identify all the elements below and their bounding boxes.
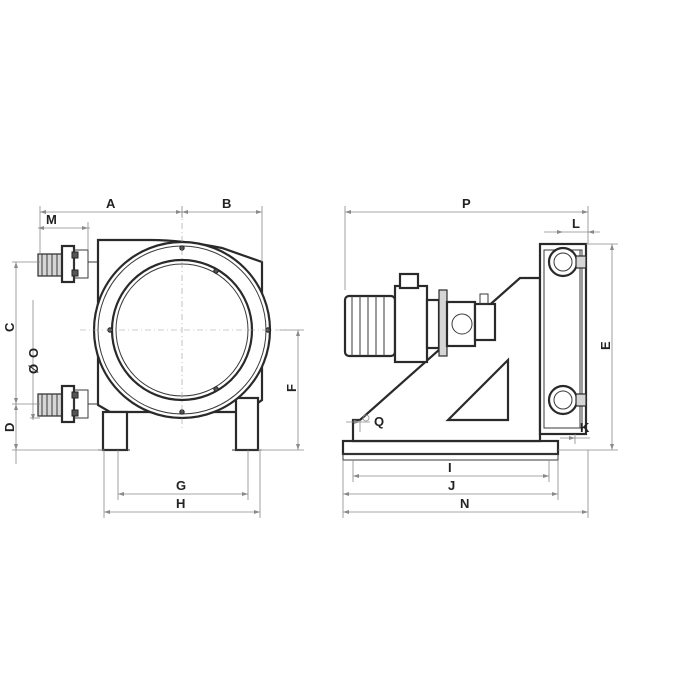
label-n: N xyxy=(460,496,469,511)
label-k: K xyxy=(580,420,590,435)
side-base-plate xyxy=(341,439,560,456)
front-leg-right xyxy=(234,396,260,452)
front-upper-hose-connection xyxy=(37,244,98,284)
label-l: L xyxy=(572,216,580,231)
front-lower-hose-connection xyxy=(37,384,98,424)
dimension-p xyxy=(344,206,589,290)
dimension-a-b xyxy=(39,206,263,262)
label-d: D xyxy=(2,423,17,432)
dimension-f xyxy=(258,329,304,451)
symbol-diameter: Ø xyxy=(26,364,41,374)
label-g: G xyxy=(176,478,186,493)
side-motor xyxy=(343,272,497,364)
label-m: M xyxy=(46,212,57,227)
dimension-l xyxy=(544,230,600,234)
label-p: P xyxy=(462,196,471,211)
side-pump-head xyxy=(538,242,588,436)
label-i: I xyxy=(448,460,452,475)
side-view: P L E Q K xyxy=(341,196,618,518)
dimension-k xyxy=(560,434,590,444)
dimension-n xyxy=(342,450,589,518)
dimension-o xyxy=(30,300,40,420)
label-o: O xyxy=(26,348,41,358)
dimension-c-d xyxy=(12,261,104,464)
dimension-i xyxy=(352,460,550,482)
label-f: F xyxy=(284,384,299,392)
dimension-e xyxy=(558,243,618,451)
dimension-m xyxy=(38,222,90,250)
label-b: B xyxy=(222,196,231,211)
label-e: E xyxy=(598,341,613,350)
label-c: C xyxy=(2,322,17,332)
front-leg-left xyxy=(101,410,129,452)
dimension-g xyxy=(117,450,249,500)
label-q: Q xyxy=(374,414,384,429)
label-a: A xyxy=(106,196,116,211)
label-h: H xyxy=(176,496,185,511)
front-view: A B M C D Ø O xyxy=(2,196,304,518)
dimension-j xyxy=(342,460,559,500)
dimension-h xyxy=(103,450,261,518)
dimension-q xyxy=(346,414,370,432)
label-j: J xyxy=(448,478,455,493)
